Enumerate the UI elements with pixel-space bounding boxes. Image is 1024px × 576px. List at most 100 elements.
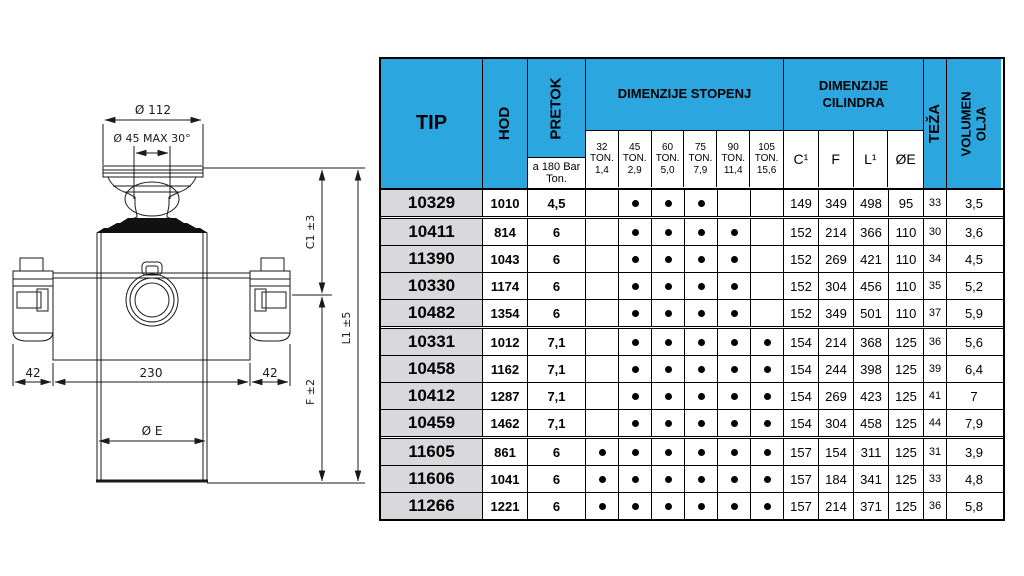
- volumen-cell: 7,9: [964, 415, 984, 431]
- stage-dot-cell: [652, 246, 685, 272]
- stage-dot-cell: [652, 383, 685, 409]
- stage-dot-cell: [685, 383, 718, 409]
- c1-cell: 152: [784, 273, 819, 299]
- stage-dot: [664, 228, 672, 236]
- tip-cell: 11606: [381, 466, 483, 492]
- teza-cell: 33: [924, 466, 947, 492]
- stage-dot: [697, 199, 705, 207]
- tip-cell: 10331: [381, 329, 483, 355]
- stage-dot: [598, 475, 606, 483]
- stage-dot-cell: [652, 273, 685, 299]
- stage-dot-cell: [718, 410, 751, 436]
- pretok-cell: 6: [528, 466, 586, 492]
- stage-dot: [664, 448, 672, 456]
- hod-cell: 814: [483, 219, 528, 245]
- stage-dot: [664, 255, 672, 263]
- stage-dot: [697, 419, 705, 427]
- stage-dot: [697, 228, 705, 236]
- stage-dot-cell: [751, 466, 784, 492]
- f-cell: 214: [819, 493, 854, 519]
- header-stopenj-title: DIMENZIJE STOPENJ: [586, 59, 783, 131]
- stage-dot-cell: [586, 190, 619, 216]
- tip-cell: 10458: [381, 356, 483, 382]
- stage-dot: [763, 475, 771, 483]
- stage-dot-cell: [685, 439, 718, 465]
- teza-cell: 34: [924, 246, 947, 272]
- teza-cell: 35: [924, 273, 947, 299]
- header-teza-label: TEŽA: [926, 103, 944, 144]
- stage-dot-cell: [586, 273, 619, 299]
- stage-dot-cell: [619, 190, 652, 216]
- header-volumen-line2: OLJA: [973, 106, 988, 141]
- teza-cell: 31: [924, 439, 947, 465]
- tip-cell: 10329: [381, 190, 483, 216]
- stage-dot: [730, 419, 738, 427]
- stage-dot: [631, 282, 639, 290]
- c1-cell: 152: [784, 219, 819, 245]
- volumen-cell: 7: [970, 388, 978, 404]
- tonnage-subheader-line: 60: [662, 141, 674, 153]
- stage-dot: [730, 502, 738, 510]
- volumen-cell: 5,2: [964, 278, 984, 294]
- oe-cell: 110: [889, 273, 924, 299]
- oe-cell: 125: [889, 466, 924, 492]
- pretok-cell: 7,1: [528, 410, 586, 436]
- stage-dot-cell: [619, 329, 652, 355]
- stage-dot-cell: [586, 329, 619, 355]
- hod-cell: 1043: [483, 246, 528, 272]
- l1-cell: 341: [854, 466, 889, 492]
- f-cell: 269: [819, 383, 854, 409]
- teza-cell: 36: [924, 329, 947, 355]
- stage-dot-cell: [751, 273, 784, 299]
- dim-label-dia112: Ø 112: [135, 103, 171, 117]
- stage-dot-cell: [751, 190, 784, 216]
- pretok-cell: 4,5: [528, 190, 586, 216]
- header-hod-label: HOD: [496, 106, 514, 141]
- pretok-cell: 6: [528, 493, 586, 519]
- hod-cell: 1012: [483, 329, 528, 355]
- c1-cell: 157: [784, 439, 819, 465]
- tonnage-subheader-line: 11,4: [723, 164, 743, 176]
- stage-dot: [631, 365, 639, 373]
- stage-dot-cell: [718, 219, 751, 245]
- stage-dot-cell: [751, 356, 784, 382]
- dim-label-c1: C1 ±3: [304, 215, 317, 249]
- tip-cell: 11266: [381, 493, 483, 519]
- pretok-cell: 6: [528, 273, 586, 299]
- header-teza: TEŽA: [924, 59, 947, 188]
- stage-dot-cell: [619, 219, 652, 245]
- stage-dot-cell: [685, 466, 718, 492]
- dim-label-l1: L1 ±5: [340, 312, 353, 345]
- header-cilindra-title: DIMENZIJE CILINDRA: [784, 59, 923, 131]
- stage-dot-cell: [718, 356, 751, 382]
- f-cell: 304: [819, 273, 854, 299]
- tonnage-subheader-line: 2,9: [627, 164, 642, 176]
- c1-cell: 154: [784, 410, 819, 436]
- c1-cell: 154: [784, 356, 819, 382]
- stage-dot-cell: [751, 219, 784, 245]
- stage-dot-cell: [718, 273, 751, 299]
- stage-dot: [697, 392, 705, 400]
- stage-dot: [664, 475, 672, 483]
- stage-dot: [631, 228, 639, 236]
- oe-cell: 95: [889, 190, 924, 216]
- c1-cell: 154: [784, 329, 819, 355]
- drawing-geometry: [12, 116, 365, 484]
- c1-cell: 157: [784, 493, 819, 519]
- stage-dot: [730, 228, 738, 236]
- tonnage-subheader-line: 5,0: [660, 164, 675, 176]
- stage-dot: [730, 309, 738, 317]
- dim-label-right-42: 42: [262, 366, 277, 380]
- tonnage-subheader-line: 15,6: [756, 164, 777, 176]
- stage-dot-cell: [652, 466, 685, 492]
- hod-cell: 1041: [483, 466, 528, 492]
- stage-dot: [598, 502, 606, 510]
- oe-cell: 110: [889, 300, 924, 326]
